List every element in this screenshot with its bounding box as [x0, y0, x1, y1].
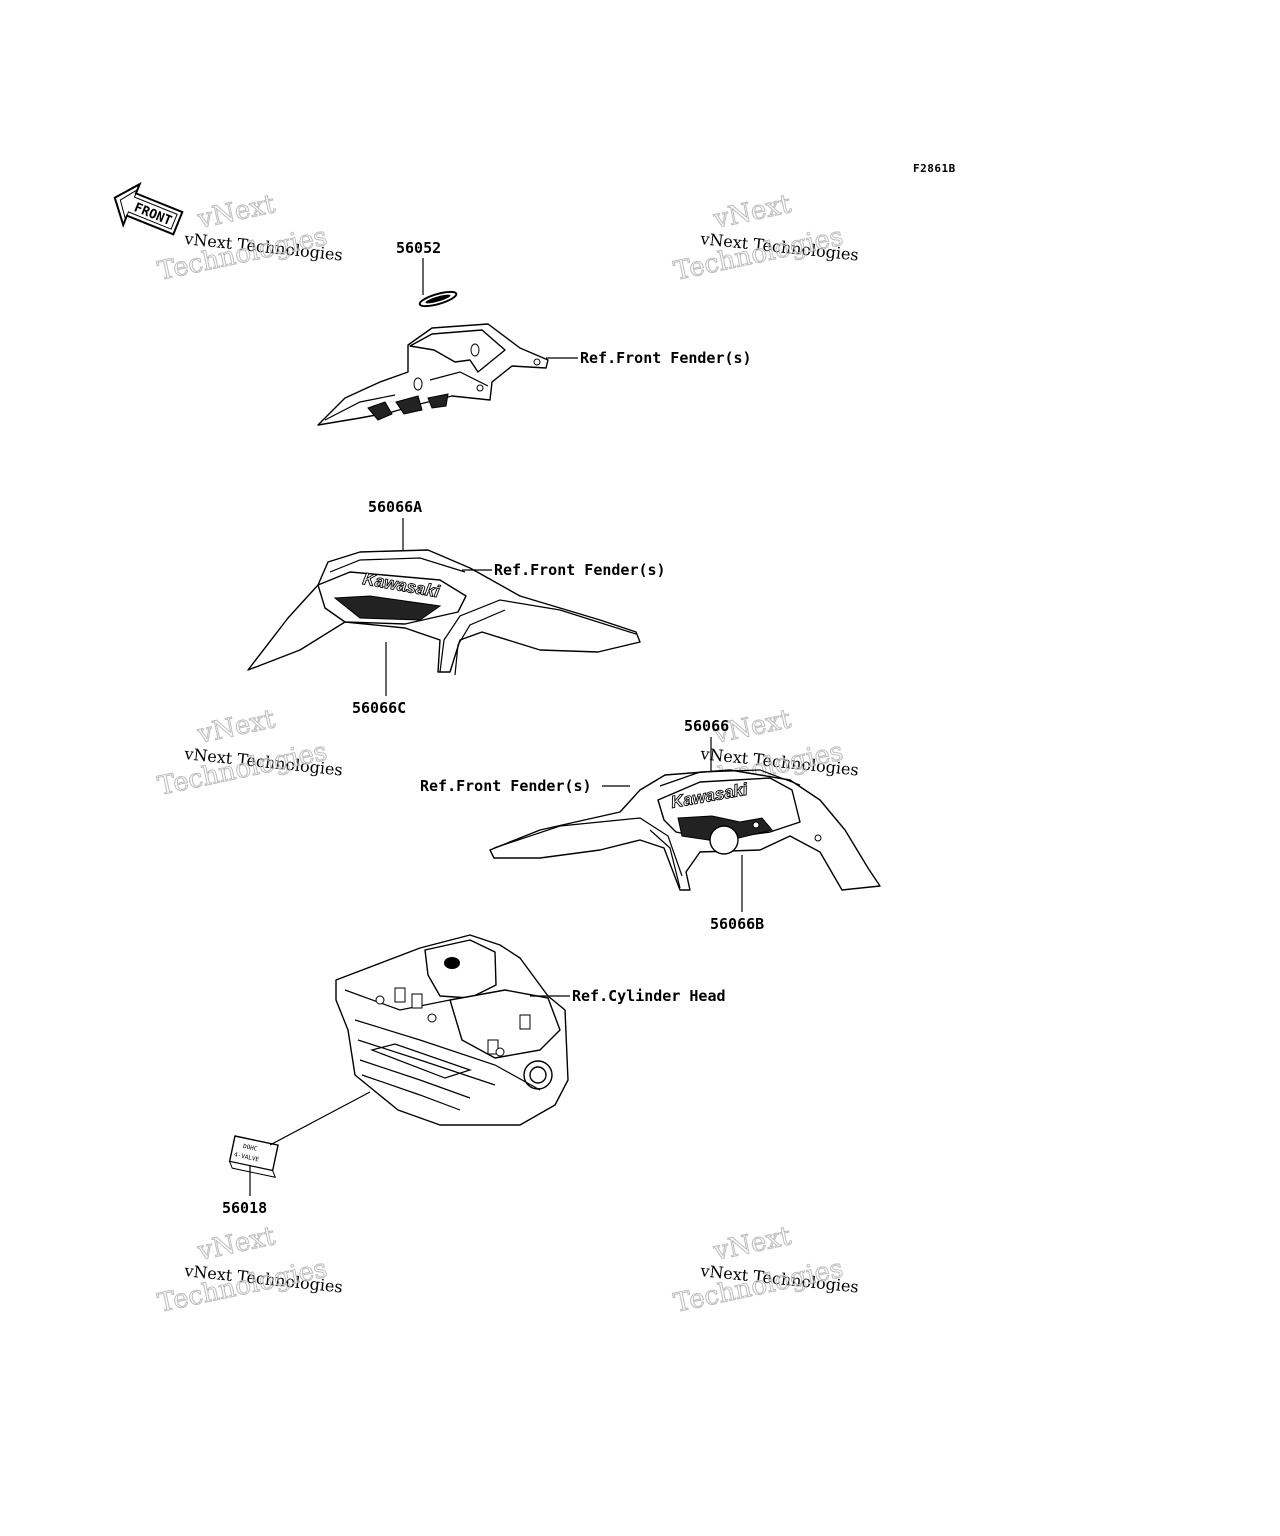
part-label-56066C[interactable]: 56066C — [352, 699, 406, 717]
watermark-technologies: Technologies — [155, 222, 330, 287]
part-label-56052[interactable]: 56052 — [396, 239, 441, 257]
watermark-technologies: Technologies — [155, 737, 330, 802]
front-fender-left: Kawasaki — [247, 549, 641, 676]
emblem-56052 — [418, 290, 458, 308]
watermark-vnext: vNext — [194, 1221, 278, 1267]
part-label-56066[interactable]: 56066 — [684, 717, 729, 735]
front-arrow-icon: FRONT — [113, 181, 184, 236]
watermark-technologies: Technologies — [671, 1254, 846, 1319]
watermark-technologies: Technologies — [671, 222, 846, 287]
watermark-top-left: vNext vNext Technologies Technologies — [155, 189, 344, 288]
watermark-bottom-left: vNext vNext Technologies Technologies — [155, 1221, 344, 1320]
figure-code: F2861B — [913, 162, 956, 175]
cylinder-head — [335, 934, 569, 1126]
part-label-56066A[interactable]: 56066A — [368, 498, 422, 516]
watermark-bottom-right: vNext vNext Technologies Technologies — [671, 1221, 860, 1320]
label-56018-line1: DOHC — [242, 1143, 258, 1153]
ref-front-fender-1[interactable]: Ref.Front Fender(s) — [580, 349, 752, 367]
watermark-mid-left: vNext vNext Technologies Technologies — [155, 704, 344, 803]
front-fender-right: Kawasaki — [489, 769, 881, 891]
ref-front-fender-3[interactable]: Ref.Front Fender(s) — [420, 777, 592, 795]
watermark-technologies: Technologies — [155, 1254, 330, 1319]
watermark-top-right: vNext vNext Technologies Technologies — [671, 189, 860, 288]
watermark-vnext: vNext — [194, 704, 278, 750]
watermark-vnext: vNext — [710, 189, 794, 235]
watermark-vnext: vNext — [194, 189, 278, 235]
leader-56018-to-head — [269, 1091, 371, 1146]
watermark-vnext: vNext — [710, 1221, 794, 1267]
ref-cylinder-head[interactable]: Ref.Cylinder Head — [572, 987, 726, 1005]
part-label-56018[interactable]: 56018 — [222, 1199, 267, 1217]
ref-front-fender-2[interactable]: Ref.Front Fender(s) — [494, 561, 666, 579]
label-56018: DOHC 4-VALVE — [228, 1135, 279, 1178]
round-decal-56066B — [709, 825, 739, 855]
front-fender-upper — [317, 323, 549, 426]
part-label-56066B[interactable]: 56066B — [710, 915, 764, 933]
